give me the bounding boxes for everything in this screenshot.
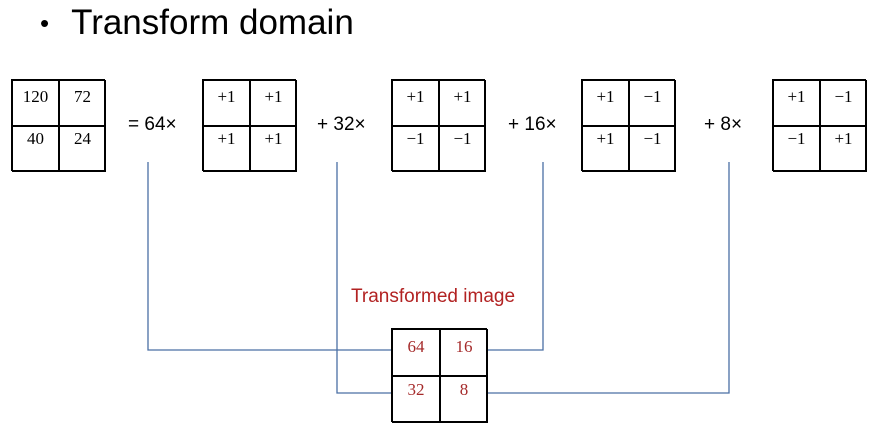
connector-64 — [147, 162, 391, 351]
matrix-cell: +1 — [820, 126, 867, 172]
connector-8 — [487, 162, 730, 394]
matrix-cell: +1 — [203, 80, 250, 126]
basis-matrix-4: +1 −1 −1 +1 — [772, 79, 867, 172]
coefficient-32: + 32× — [317, 114, 366, 135]
matrix-cell: 72 — [59, 80, 106, 126]
basis-matrix-1: +1 +1 +1 +1 — [202, 79, 297, 172]
matrix-cell: +1 — [582, 126, 629, 172]
connector-16 — [487, 162, 544, 351]
matrix-cell: +1 — [203, 126, 250, 172]
matrix-cell: −1 — [439, 126, 486, 172]
matrix-cell: +1 — [250, 126, 297, 172]
basis-matrix-2: +1 +1 −1 −1 — [391, 79, 486, 172]
transformed-image-label: Transformed image — [351, 286, 516, 307]
connector-32 — [336, 162, 391, 394]
matrix-cell: +1 — [250, 80, 297, 126]
bullet-icon: • — [40, 7, 50, 38]
matrix-cell: 120 — [12, 80, 59, 126]
basis-matrix-3: +1 −1 +1 −1 — [581, 79, 676, 172]
coefficient-16: + 16× — [508, 114, 557, 135]
matrix-cell: 40 — [12, 126, 59, 172]
matrix-cell: −1 — [629, 126, 676, 172]
matrix-cell: 64 — [392, 329, 440, 376]
transformed-matrix: 64 16 32 8 — [391, 328, 488, 423]
matrix-cell: 24 — [59, 126, 106, 172]
title-row: • Transform domain — [40, 2, 354, 44]
matrix-cell: +1 — [392, 80, 439, 126]
matrix-cell: −1 — [392, 126, 439, 172]
coefficient-8: + 8× — [704, 114, 743, 135]
matrix-cell: −1 — [820, 80, 867, 126]
matrix-cell: 8 — [440, 376, 488, 423]
matrix-cell: +1 — [439, 80, 486, 126]
matrix-cell: +1 — [773, 80, 820, 126]
matrix-cell: 16 — [440, 329, 488, 376]
matrix-cell: −1 — [773, 126, 820, 172]
matrix-cell: 32 — [392, 376, 440, 423]
original-matrix: 120 72 40 24 — [11, 79, 106, 172]
matrix-cell: −1 — [629, 80, 676, 126]
coefficient-64: = 64× — [128, 114, 177, 135]
page-title: Transform domain — [71, 3, 354, 42]
matrix-cell: +1 — [582, 80, 629, 126]
